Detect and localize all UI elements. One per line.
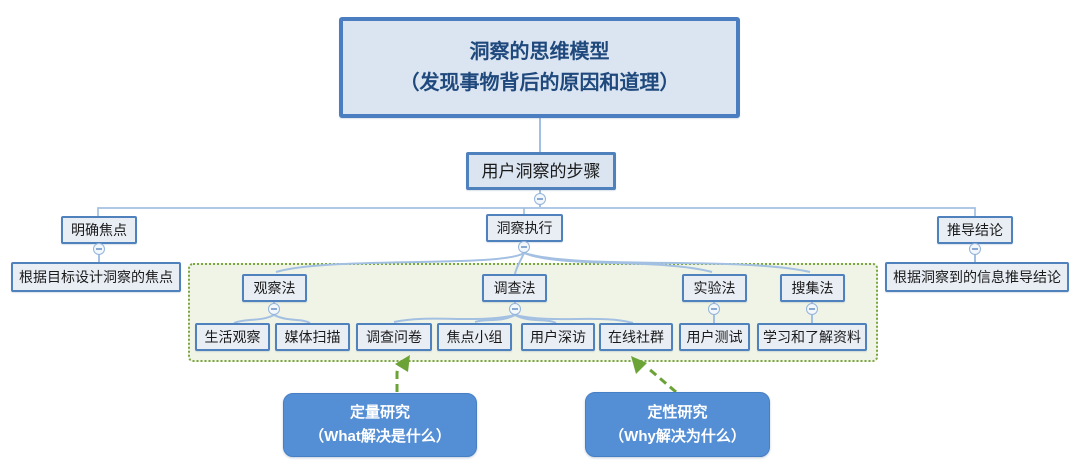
node-online-community[interactable]: 在线社群 (599, 323, 673, 351)
node-user-insight-steps[interactable]: 用户洞察的步骤 (466, 152, 616, 190)
node-define-focus[interactable]: 明确焦点 (61, 216, 137, 244)
node-questionnaire[interactable]: 调查问卷 (356, 323, 432, 351)
node-focus-detail[interactable]: 根据目标设计洞察的焦点 (11, 262, 181, 292)
node-conclusion-detail[interactable]: 根据洞察到的信息推导结论 (885, 262, 1069, 292)
node-user-interview[interactable]: 用户深访 (521, 323, 595, 351)
node-collection-method[interactable]: 搜集法 (780, 274, 845, 302)
node-insight-execution[interactable]: 洞察执行 (486, 214, 563, 242)
callout-qualitative-line2: （Why解决为什么） (609, 427, 746, 445)
collapse-icon-observation[interactable] (268, 303, 280, 315)
collapse-icon-insight-execution[interactable] (518, 241, 530, 253)
node-root-topic[interactable]: 洞察的思维模型 （发现事物背后的原因和道理） (339, 17, 740, 118)
collapse-icon-define-focus[interactable] (93, 243, 105, 255)
collapse-icon-survey[interactable] (509, 303, 521, 315)
callout-quantitative-line2: （What解决是什么） (309, 428, 451, 445)
callout-quantitative-line1: 定量研究 (349, 404, 410, 421)
node-user-testing[interactable]: 用户测试 (679, 323, 750, 351)
node-survey-method[interactable]: 调查法 (482, 274, 547, 302)
collapse-icon-derive-conclusion[interactable] (969, 243, 981, 255)
node-life-observation[interactable]: 生活观察 (195, 323, 270, 351)
root-title-line2: （发现事物背后的原因和道理） (399, 71, 680, 94)
callout-qualitative-line1: 定性研究 (647, 403, 708, 421)
node-experiment-method[interactable]: 实验法 (682, 274, 747, 302)
node-derive-conclusion[interactable]: 推导结论 (937, 216, 1013, 244)
collapse-icon-collection[interactable] (806, 303, 818, 315)
node-observation-method[interactable]: 观察法 (242, 274, 307, 302)
collapse-icon-steps[interactable] (534, 193, 546, 205)
node-learn-materials[interactable]: 学习和了解资料 (757, 323, 867, 351)
callout-quantitative-research[interactable]: 定量研究 （What解决是什么） (283, 393, 477, 457)
collapse-icon-experiment[interactable] (708, 303, 720, 315)
node-media-scan[interactable]: 媒体扫描 (275, 323, 350, 351)
callout-qualitative-research[interactable]: 定性研究 （Why解决为什么） (585, 392, 770, 457)
root-title-line1: 洞察的思维模型 (469, 40, 610, 63)
node-focus-group[interactable]: 焦点小组 (437, 323, 512, 351)
